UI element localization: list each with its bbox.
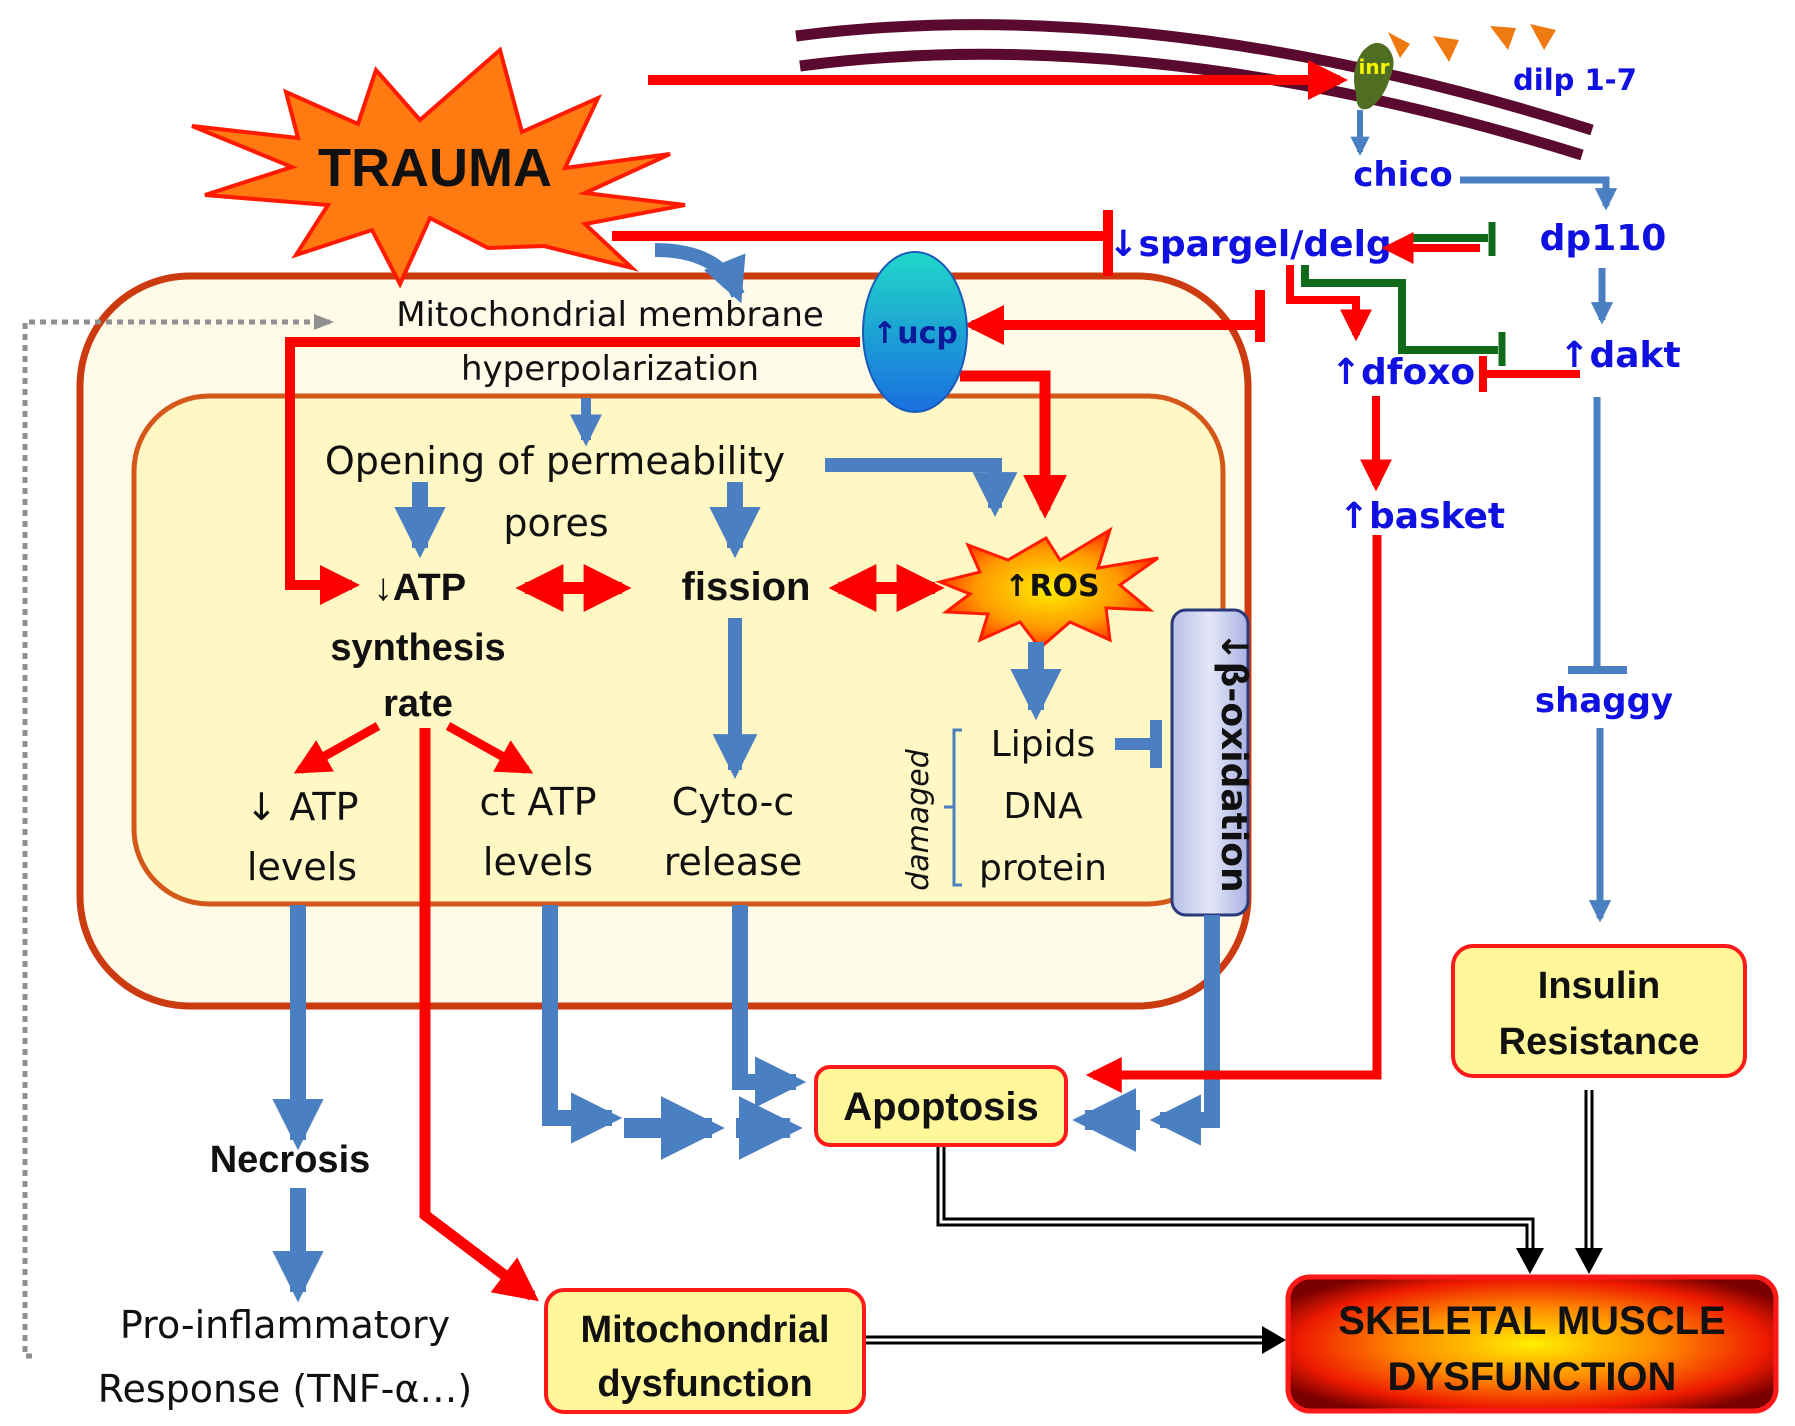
cytoc-to-apoptosis-arrow bbox=[732, 905, 807, 1108]
chico-to-dp110-arrow bbox=[1460, 176, 1618, 211]
spargel-label: ↓spargel/delg bbox=[1108, 224, 1391, 265]
atp-synthesis-line2: synthesis bbox=[330, 627, 505, 669]
insulin-line1: Insulin bbox=[1538, 965, 1660, 1007]
atp-synthesis-line3: rate bbox=[383, 683, 453, 725]
ct-atp-line2: levels bbox=[483, 840, 593, 884]
spargel-inhibits-dakt bbox=[1301, 265, 1506, 366]
apoptosis-node: Apoptosis bbox=[814, 1065, 1068, 1147]
dilp-ligand-icons bbox=[1388, 24, 1556, 62]
dfoxo-label: ↑dfoxo bbox=[1331, 352, 1475, 393]
basket-to-apoptosis-arrow bbox=[1085, 535, 1382, 1093]
necrosis-label: Necrosis bbox=[210, 1139, 371, 1181]
mito-dysfunction-node: Mitochondrial dysfunction bbox=[544, 1288, 866, 1414]
dp110-label: dp110 bbox=[1540, 218, 1667, 259]
inr-label: inr bbox=[1359, 55, 1390, 79]
atp-to-ct-atp-arrow bbox=[445, 722, 534, 774]
trauma-burst: TRAUMA bbox=[191, 46, 686, 289]
trauma-to-membrane-arrow bbox=[654, 243, 746, 304]
spargel-to-dfoxo-arrow bbox=[1286, 265, 1372, 342]
skeletal-muscle-dysfunction-node: SKELETAL MUSCLE DYSFUNCTION bbox=[1285, 1274, 1779, 1414]
atp-levels-line1: ↓ ATP bbox=[245, 785, 358, 829]
insulin-resistance-node: Insulin Resistance bbox=[1451, 944, 1747, 1078]
mito-dysfunction-line2: dysfunction bbox=[597, 1363, 812, 1405]
ucp-to-atp-arrow bbox=[285, 337, 860, 605]
fission-label: fission bbox=[682, 565, 811, 609]
mito-dysfunction-line1: Mitochondrial bbox=[580, 1309, 829, 1351]
apoptosis-label: Apoptosis bbox=[843, 1085, 1039, 1129]
damage-dna: DNA bbox=[1003, 786, 1083, 827]
membrane-hyperpolarization-line1: Mitochondrial membrane bbox=[396, 295, 824, 335]
damaged-label: damaged bbox=[901, 748, 936, 891]
damage-protein: protein bbox=[979, 848, 1107, 889]
chico-label: chico bbox=[1353, 155, 1453, 195]
insulin-line2: Resistance bbox=[1499, 1021, 1700, 1063]
apoptosis-to-skeletal-arrow bbox=[936, 1147, 1544, 1274]
mito-dysfunction-to-skeletal-arrow bbox=[866, 1326, 1286, 1354]
insulin-to-skeletal-arrow bbox=[1575, 1090, 1603, 1274]
skeletal-line1: SKELETAL MUSCLE bbox=[1338, 1299, 1725, 1343]
cyto-c-line2: release bbox=[664, 840, 803, 884]
atp-synthesis-line1: ↓ATP bbox=[374, 567, 466, 609]
beta-oxidation-node: ↓β-oxidation bbox=[1170, 608, 1254, 917]
dakt-inhibits-shaggy bbox=[1568, 397, 1627, 674]
basket-label: ↑basket bbox=[1339, 496, 1505, 537]
dakt-label: ↑dakt bbox=[1559, 335, 1680, 376]
cyto-c-line1: Cyto-c bbox=[672, 780, 794, 824]
trauma-label: TRAUMA bbox=[318, 138, 552, 198]
damaged-bracket bbox=[944, 728, 962, 887]
trauma-inhibits-spargel bbox=[612, 210, 1113, 276]
atp-to-mito-dysfunction-arrow bbox=[419, 728, 540, 1302]
atp-to-atp-levels-arrow bbox=[293, 722, 381, 774]
lipids-inhibits-beta-oxidation bbox=[1115, 720, 1162, 768]
inflammation-feedback-dotted-line bbox=[22, 314, 334, 1359]
ct-atp-line1: ct ATP bbox=[479, 780, 596, 824]
spargel-to-ucp-arrow bbox=[964, 290, 1265, 345]
damage-lipids: Lipids bbox=[991, 724, 1096, 765]
ct-atp-to-apoptosis-arrow bbox=[542, 905, 623, 1144]
cell-membrane bbox=[795, 19, 1594, 161]
pores-line2: pores bbox=[503, 501, 608, 545]
beta-oxidation-label: ↓β-oxidation bbox=[1213, 631, 1254, 892]
inflammatory-line1: Pro-inflammatory bbox=[120, 1303, 450, 1347]
membrane-hyperpolarization-line2: hyperpolarization bbox=[461, 349, 759, 389]
dakt-inhibits-dfoxo bbox=[1479, 356, 1580, 392]
ucp-label: ↑ucp bbox=[872, 316, 958, 351]
pores-line1: Opening of permeability bbox=[325, 439, 785, 483]
pores-to-ros-arrow bbox=[825, 458, 1018, 517]
atp-levels-line2: levels bbox=[247, 845, 357, 889]
ucp-to-ros-arrow bbox=[960, 370, 1067, 519]
ros-label: ↑ROS bbox=[1004, 569, 1099, 604]
skeletal-line2: DYSFUNCTION bbox=[1388, 1355, 1677, 1399]
shaggy-label: shaggy bbox=[1535, 681, 1673, 721]
dp110-inhibits-spargel bbox=[1410, 222, 1496, 256]
dilp-label: dilp 1-7 bbox=[1513, 63, 1637, 97]
beta-oxidation-to-apoptosis-arrow bbox=[1149, 915, 1220, 1146]
inr-receptor-icon: inr bbox=[1354, 42, 1394, 110]
ucp-node: ↑ucp bbox=[862, 251, 968, 413]
inflammatory-line2: Response (TNF-α…) bbox=[98, 1367, 473, 1411]
